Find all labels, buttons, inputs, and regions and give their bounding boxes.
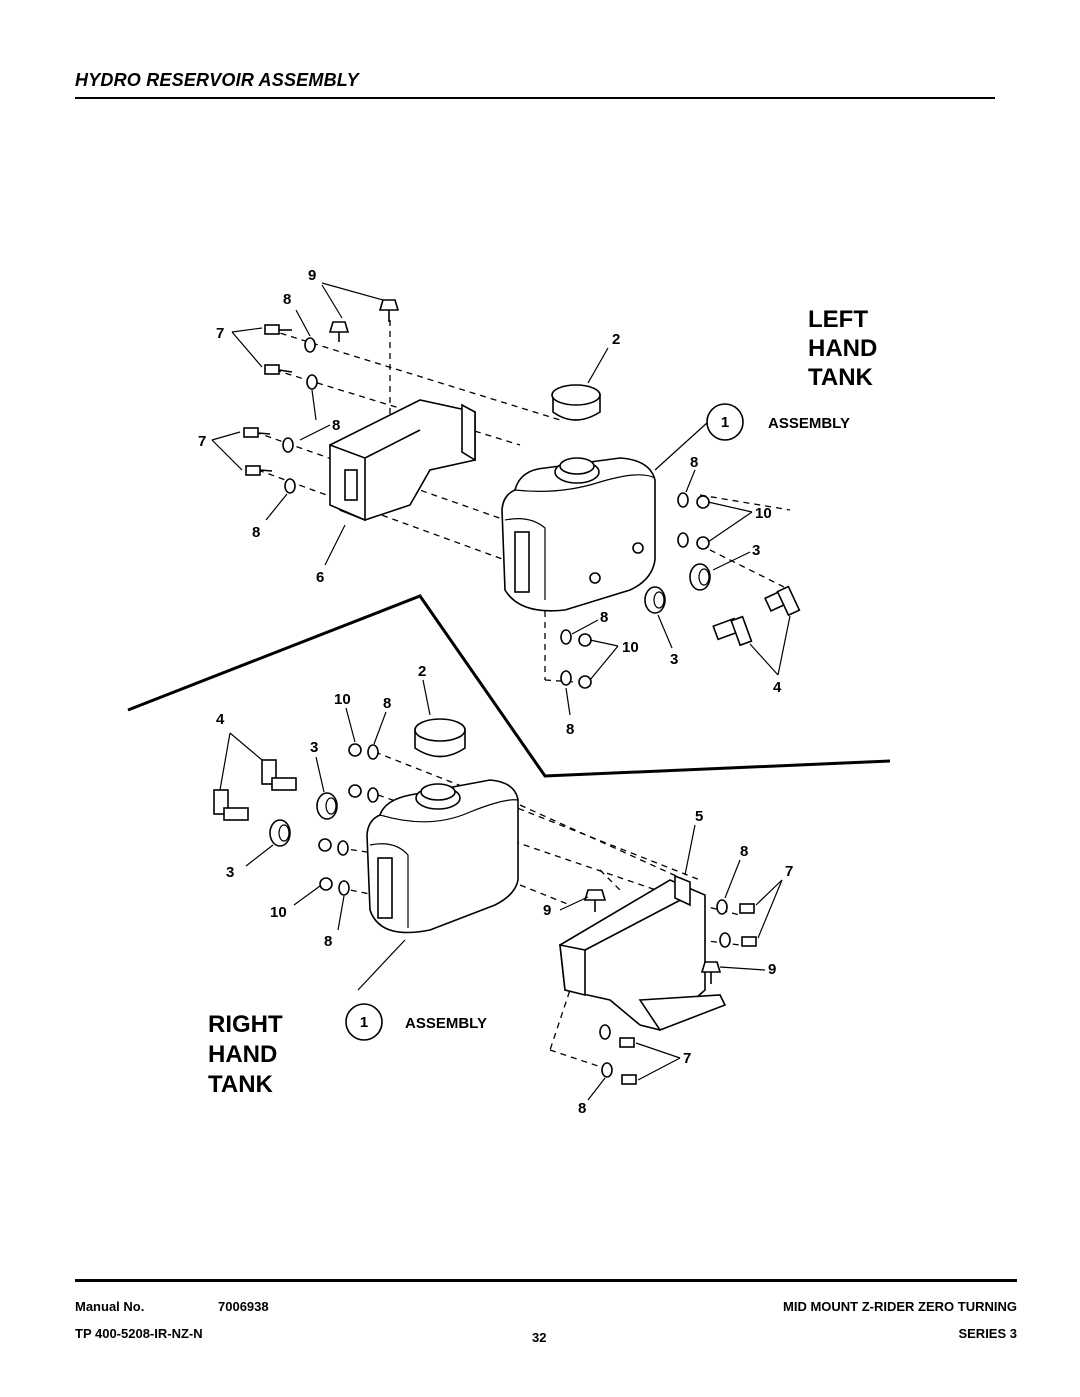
callout-8: 8 (283, 291, 291, 308)
callout-10: 10 (334, 691, 351, 708)
assembly-label-left: ASSEMBLY (768, 415, 850, 432)
callout-8: 8 (740, 843, 748, 860)
callout-3: 3 (670, 651, 678, 668)
callout-9: 9 (543, 902, 551, 919)
callout-8: 8 (600, 609, 608, 626)
left-tank-label-line1: LEFT (808, 306, 868, 333)
callout-8: 8 (566, 721, 574, 738)
callout-3: 3 (310, 739, 318, 756)
left-tank-label-line3: TANK (808, 364, 874, 391)
callout-7: 7 (683, 1050, 691, 1067)
page-title: HYDRO RESERVOIR ASSEMBLY (75, 70, 359, 90)
leader-lines-left (211, 282, 791, 716)
callout-4: 4 (773, 679, 782, 696)
callout-6: 6 (316, 569, 324, 586)
callout-5: 5 (695, 808, 703, 825)
assembly-callout-circle-right (345, 1003, 383, 1041)
callout-8: 8 (324, 933, 332, 950)
right-tank-label-line1: RIGHT (208, 1011, 283, 1038)
footer-rule (75, 1279, 1017, 1282)
bracket-right (559, 874, 727, 1031)
hardware-left (243, 299, 801, 689)
bracket-left (329, 399, 476, 522)
title-rule (75, 97, 995, 99)
assembly-number-left: 1 (721, 414, 729, 431)
manual-number: 7006938 (218, 1299, 269, 1314)
callout-3: 3 (752, 542, 760, 559)
callout-3: 3 (226, 864, 234, 881)
leader-lines-right (219, 679, 783, 1101)
page-number: 32 (532, 1330, 547, 1345)
section-divider-line (127, 594, 891, 778)
callout-9: 9 (768, 961, 776, 978)
left-hydro-tank (501, 457, 656, 612)
callout-8: 8 (383, 695, 391, 712)
callout-7: 7 (785, 863, 793, 880)
assembly-callout-circle-left (706, 403, 744, 441)
callout-7: 7 (198, 433, 206, 450)
callout-8: 8 (578, 1100, 586, 1117)
right-hydro-tank (366, 779, 519, 934)
left-tank-label-line2: HAND (808, 335, 877, 362)
callout-2: 2 (418, 663, 426, 680)
hardware-right (213, 743, 757, 1085)
callout-9: 9 (308, 267, 316, 284)
callout-8: 8 (690, 454, 698, 471)
filler-cap-right (414, 718, 466, 758)
callout-10: 10 (755, 505, 772, 522)
callout-8: 8 (252, 524, 260, 541)
tp-number: TP 400-5208-IR-NZ-N (75, 1326, 203, 1341)
callout-4: 4 (216, 711, 225, 728)
callout-10: 10 (270, 904, 287, 921)
right-tank-label-line2: HAND (208, 1041, 277, 1068)
filler-cap-left (551, 384, 601, 421)
product-name: MID MOUNT Z-RIDER ZERO TURNING (783, 1299, 1017, 1314)
series-label: SERIES 3 (958, 1326, 1017, 1341)
assembly-label-right: ASSEMBLY (405, 1015, 487, 1032)
callout-2: 2 (612, 331, 620, 348)
callout-7: 7 (216, 325, 224, 342)
assembly-number-right: 1 (360, 1014, 368, 1031)
callout-8: 8 (332, 417, 340, 434)
manual-label: Manual No. (75, 1299, 145, 1314)
right-tank-label-line3: TANK (208, 1071, 274, 1098)
callout-10: 10 (622, 639, 639, 656)
